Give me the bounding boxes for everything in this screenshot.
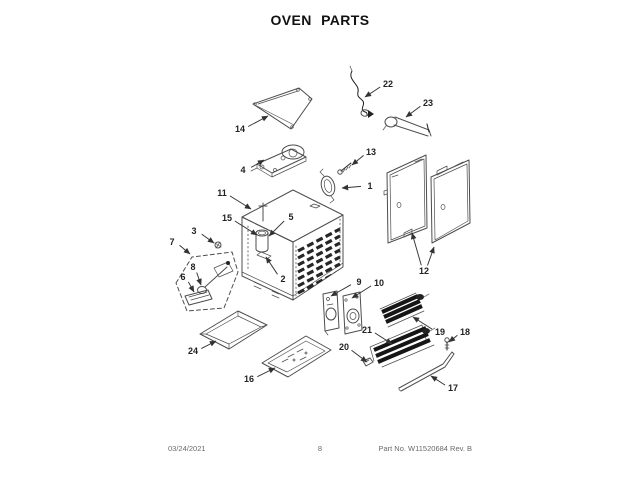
callout-label-18: 18 — [460, 327, 470, 337]
part-oven-cavity — [241, 189, 344, 301]
callout-arrow-11 — [229, 195, 252, 210]
callout-label-24: 24 — [188, 346, 198, 356]
callout-arrow-1 — [341, 184, 362, 191]
callout-label-11: 11 — [217, 188, 227, 198]
callout-label-10: 10 — [374, 278, 384, 288]
part-23-tube — [382, 116, 432, 137]
part-24-pan — [199, 310, 268, 350]
callout-arrow-6 — [187, 281, 195, 293]
callout-arrow-15 — [234, 220, 258, 236]
callout-arrow-21 — [374, 332, 393, 345]
callout-arrow-10 — [351, 285, 372, 299]
callout-arrow-24 — [201, 340, 217, 350]
callout-label-14: 14 — [235, 124, 245, 134]
callout-label-21: 21 — [362, 325, 372, 335]
callout-arrow-20 — [351, 349, 368, 363]
callout-arrow-3 — [201, 233, 215, 244]
callout-label-4: 4 — [240, 165, 245, 175]
callout-label-13: 13 — [366, 147, 376, 157]
callout-arrow-12 — [410, 232, 422, 266]
callout-label-7: 7 — [169, 237, 174, 247]
callout-arrow-4 — [250, 159, 265, 168]
part-12-side-panels — [383, 154, 471, 244]
part-13-screw — [337, 162, 352, 175]
callout-label-19: 19 — [435, 327, 445, 337]
callout-arrow-12-2 — [427, 246, 435, 266]
footer-part-number: Part No. W11520684 Rev. B — [378, 444, 472, 453]
part-3-screw — [214, 241, 222, 249]
callout-label-5: 5 — [288, 212, 293, 222]
callout-arrow-16 — [257, 367, 276, 378]
part-22-wire — [349, 65, 374, 118]
callout-arrow-23 — [405, 105, 421, 118]
part-16-pan — [261, 335, 332, 378]
part-18-screw — [444, 337, 450, 351]
callout-label-8: 8 — [190, 262, 195, 272]
callout-label-15: 15 — [222, 213, 232, 223]
callout-label-1: 1 — [367, 181, 372, 191]
part-4-motor-assembly — [250, 144, 307, 178]
part-17-tube — [398, 351, 455, 392]
callout-arrow-2 — [265, 256, 278, 275]
callout-arrow-13 — [351, 155, 364, 166]
part-21-element — [369, 324, 436, 368]
callout-label-23: 23 — [423, 98, 433, 108]
footer-date: 03/24/2021 — [168, 444, 206, 453]
part-20-clip — [362, 357, 374, 367]
callout-label-17: 17 — [448, 383, 458, 393]
callout-arrow-5 — [268, 220, 285, 237]
callout-label-6: 6 — [180, 272, 185, 282]
footer-page-number: 8 — [317, 444, 323, 453]
part-1-bracket — [319, 168, 336, 204]
callout-label-12: 12 — [419, 266, 429, 276]
callout-arrow-18 — [448, 334, 458, 343]
callout-arrow-17 — [430, 375, 446, 386]
callout-arrow-9 — [330, 284, 352, 297]
page-title: OVEN PARTS — [270, 12, 370, 28]
part-14-panel — [252, 87, 313, 130]
callout-label-16: 16 — [244, 374, 254, 384]
callout-label-20: 20 — [339, 342, 349, 352]
callout-arrow-19 — [412, 316, 433, 330]
callout-arrow-14 — [247, 115, 269, 127]
callout-arrow-22 — [364, 86, 381, 98]
callout-label-3: 3 — [191, 226, 196, 236]
callout-label-22: 22 — [383, 79, 393, 89]
part-6-glass — [184, 289, 213, 306]
part-10-bracket — [342, 291, 363, 335]
callout-arrow-8 — [196, 272, 202, 286]
part-5-sensor — [255, 229, 272, 260]
callout-label-9: 9 — [356, 277, 361, 287]
part-19-element — [379, 292, 430, 328]
callout-arrow-7 — [179, 244, 191, 255]
callout-label-2: 2 — [280, 274, 285, 284]
part-9-bracket — [322, 290, 340, 336]
part-7-light-assembly — [175, 251, 239, 312]
